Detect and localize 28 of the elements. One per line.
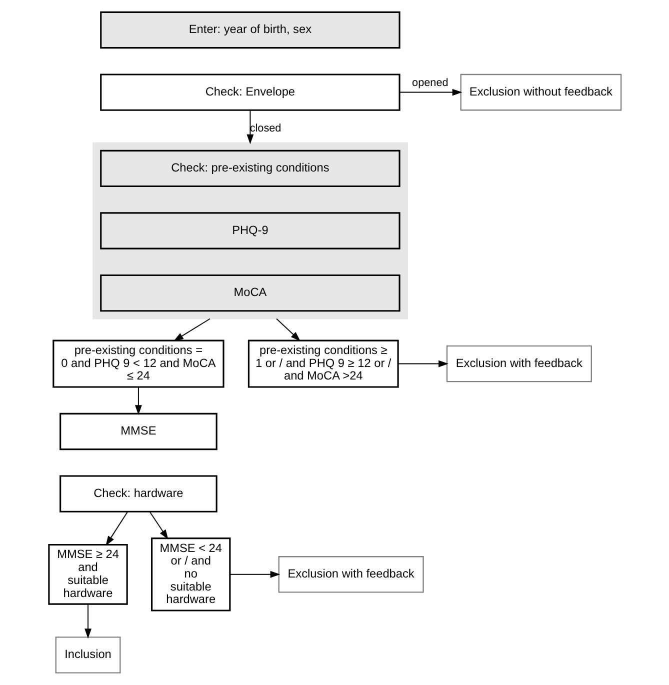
arrow [397, 360, 448, 368]
edge-label: closed [249, 122, 281, 135]
node-box: PHQ-9 [100, 212, 400, 250]
arrow [398, 88, 462, 96]
node-box: Check: hardware [59, 475, 217, 512]
cluster [92, 142, 408, 320]
node-box: MMSE [59, 412, 217, 450]
arrow [148, 511, 168, 540]
node-box: pre-existing conditions = 0 and PHQ 9 < 12 and MoCA ≤ 24 [52, 340, 224, 388]
arrow [134, 386, 142, 415]
node-box: MMSE < 24 or / and no suitable hardware [150, 538, 230, 612]
arrow [228, 570, 280, 578]
node-box: Exclusion with feedback [278, 556, 424, 593]
arrow [84, 604, 91, 639]
arrow [246, 110, 254, 144]
node-box: Check: pre-existing conditions [100, 150, 400, 188]
node-box: Enter: year of birth, sex [100, 11, 400, 49]
node-box: pre-existing conditions ≥ 1 or / and PHQ 9 ≥ 12 or / and MoCA >24 [247, 340, 398, 388]
node-box: Inclusion [54, 636, 120, 674]
node-box: MMSE ≥ 24 and suitable hardware [48, 544, 128, 605]
arrow [276, 318, 300, 342]
arrow [105, 511, 128, 546]
arrow [173, 318, 210, 342]
node-box: Exclusion with feedback [446, 345, 592, 382]
node-box: MoCA [100, 274, 400, 312]
edge-label: opened [412, 77, 448, 90]
node-box: Exclusion without feedback [460, 74, 622, 111]
node-box: Check: Envelope [100, 74, 400, 111]
